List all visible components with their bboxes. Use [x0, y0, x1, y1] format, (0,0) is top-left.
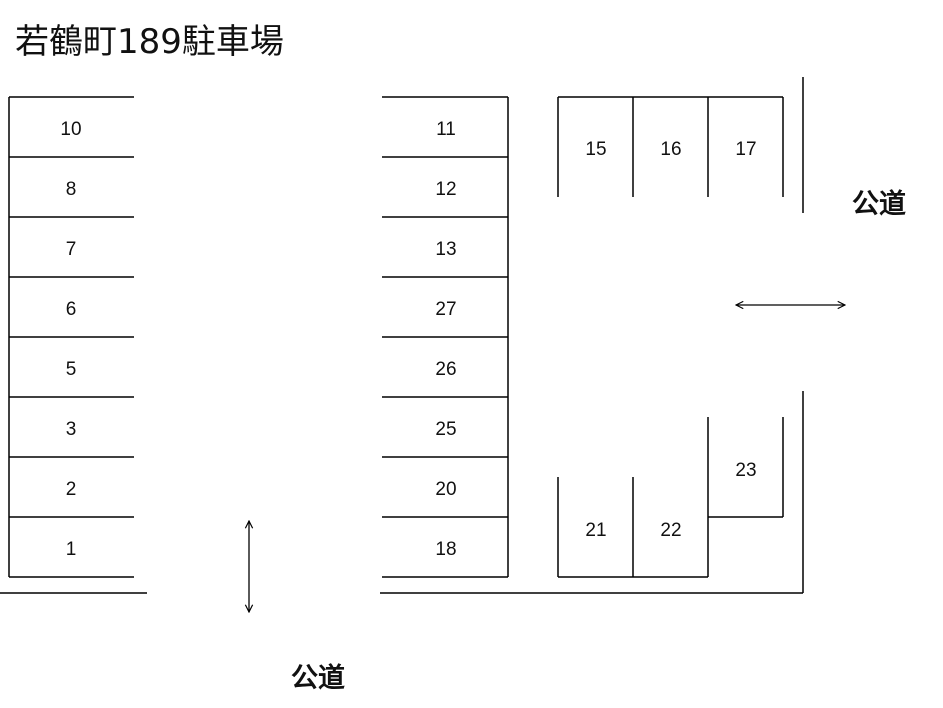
parking-space[interactable]: 16	[660, 139, 681, 160]
svg-text:10: 10	[60, 119, 81, 140]
parking-space[interactable]: 15	[585, 139, 606, 160]
svg-text:5: 5	[66, 359, 77, 380]
parking-space[interactable]: 11	[436, 119, 456, 140]
parking-space[interactable]: 13	[435, 239, 456, 260]
parking-space[interactable]: 6	[66, 299, 77, 320]
parking-space[interactable]: 22	[660, 520, 681, 541]
bottom-right-group: 21 22 23	[557, 417, 784, 578]
svg-text:12: 12	[435, 179, 456, 200]
top-right-row: 15 16 17	[557, 96, 784, 197]
svg-text:17: 17	[735, 139, 756, 160]
parking-space[interactable]: 1	[66, 539, 77, 560]
parking-space[interactable]: 27	[435, 299, 456, 320]
middle-column: 11 12 13 27 26 25 20 18	[382, 96, 509, 578]
svg-text:18: 18	[435, 539, 456, 560]
svg-text:3: 3	[66, 419, 77, 440]
parking-space[interactable]: 3	[66, 419, 77, 440]
parking-space[interactable]: 12	[435, 179, 456, 200]
svg-text:7: 7	[66, 239, 77, 260]
parking-space[interactable]: 23	[735, 460, 756, 481]
left-column: 10 8 7 6 5 3 2 1	[8, 96, 134, 578]
svg-text:20: 20	[435, 479, 456, 500]
parking-space[interactable]: 8	[66, 179, 77, 200]
parking-space[interactable]: 21	[585, 520, 606, 541]
parking-space[interactable]: 20	[435, 479, 456, 500]
parking-space[interactable]: 7	[66, 239, 77, 260]
svg-text:11: 11	[436, 119, 456, 140]
svg-text:1: 1	[66, 539, 77, 560]
svg-text:16: 16	[660, 139, 681, 160]
parking-space[interactable]: 17	[735, 139, 756, 160]
svg-text:8: 8	[66, 179, 77, 200]
svg-text:21: 21	[585, 520, 606, 541]
page-title: 若鶴町189駐車場	[15, 22, 284, 62]
public-road-label-bottom: 公道	[291, 663, 345, 694]
svg-text:6: 6	[66, 299, 77, 320]
parking-space[interactable]: 5	[66, 359, 77, 380]
svg-text:25: 25	[435, 419, 456, 440]
parking-space[interactable]: 25	[435, 419, 456, 440]
svg-text:23: 23	[735, 460, 756, 481]
svg-text:27: 27	[435, 299, 456, 320]
svg-text:2: 2	[66, 479, 77, 500]
parking-space[interactable]: 18	[435, 539, 456, 560]
svg-text:13: 13	[435, 239, 456, 260]
public-road-label-right: 公道	[852, 189, 906, 220]
parking-space[interactable]: 2	[66, 479, 77, 500]
parking-space[interactable]: 10	[60, 119, 81, 140]
svg-text:15: 15	[585, 139, 606, 160]
lot-boundary	[0, 77, 804, 594]
parking-space[interactable]: 26	[435, 359, 456, 380]
svg-text:26: 26	[435, 359, 456, 380]
svg-text:22: 22	[660, 520, 681, 541]
